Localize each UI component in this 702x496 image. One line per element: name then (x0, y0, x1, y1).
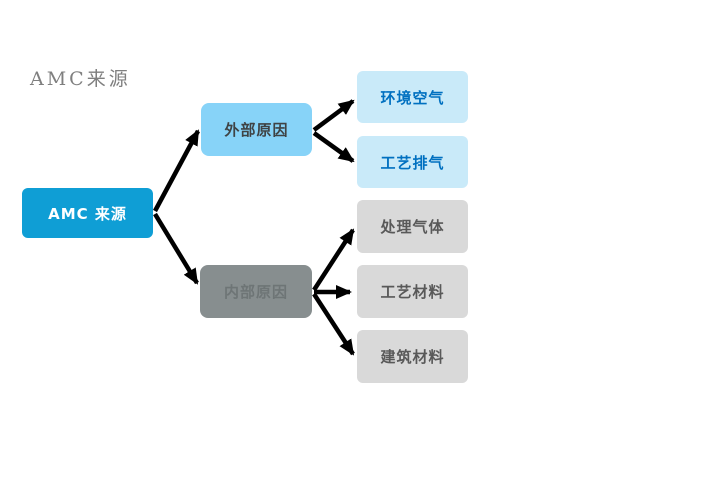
arrow-external-to-env-air (312, 99, 355, 132)
node-process-exhaust: 工艺排气 (357, 136, 468, 188)
arrow-root-to-external (153, 129, 200, 213)
arrow-internal-to-build-mat (312, 292, 355, 356)
arrow-root-to-internal (153, 212, 199, 285)
node-process-materials: 工艺材料 (357, 265, 468, 318)
node-environment-air: 环境空气 (357, 71, 468, 123)
node-building-materials: 建筑材料 (357, 330, 468, 383)
node-treatment-gas: 处理气体 (357, 200, 468, 253)
node-amc-source: AMC 来源 (22, 188, 153, 238)
page-title: AMC来源 (30, 68, 131, 90)
arrow-internal-to-treat-gas (312, 228, 355, 292)
node-external-causes: 外部原因 (201, 103, 312, 156)
arrow-external-to-exhaust (312, 131, 355, 163)
node-internal-causes: 内部原因 (200, 265, 312, 318)
